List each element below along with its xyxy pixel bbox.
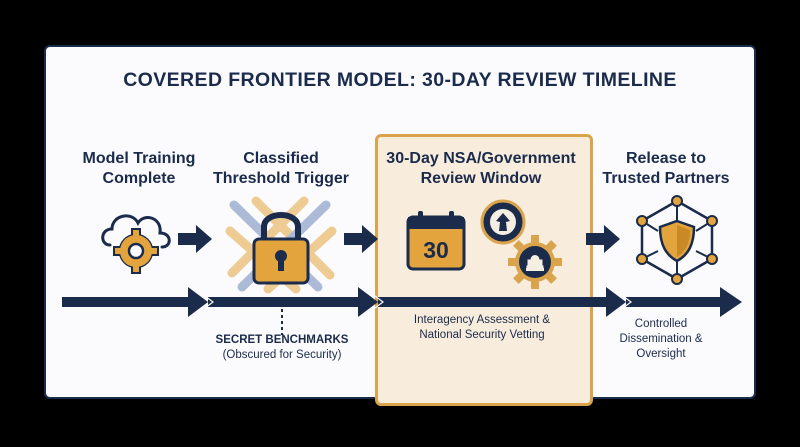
release-note-line2: Dissemination &: [619, 333, 703, 345]
diagram-title: COVERED FRONTIER MODEL: 30-DAY REVIEW TI…: [123, 69, 677, 91]
timeline-arrow: [62, 287, 742, 317]
release-note-line1: Controlled: [634, 318, 688, 330]
seal-icon: [480, 199, 526, 245]
review-note-line2: National Security Vetting: [419, 329, 545, 341]
stage-review-line1: 30-Day NSA/Government: [386, 150, 576, 167]
capitol-seal-icon: [508, 235, 562, 289]
stage-threshold-line1: Classified: [243, 150, 319, 167]
calendar-icon: [406, 211, 466, 271]
stage-training-line2: Complete: [102, 170, 176, 187]
release-note: Controlled Dissemination & Oversight: [606, 317, 716, 362]
arrow-right-icon: [178, 225, 212, 253]
stage-training-label: Model Training Complete: [54, 149, 224, 189]
cloud-gear-icon: [101, 214, 171, 274]
arrow-right-icon: [344, 225, 378, 253]
stage-review-line2: Review Window: [420, 170, 542, 187]
calendar-number: 30: [423, 237, 449, 263]
release-note-line3: Oversight: [636, 348, 686, 360]
secret-benchmarks-title: SECRET BENCHMARKS: [215, 334, 349, 346]
review-note-line1: Interagency Assessment &: [413, 314, 551, 326]
network-shield-icon: [636, 195, 718, 285]
padlock-icon: [225, 196, 337, 294]
diagram-frame: COVERED FRONTIER MODEL: 30-DAY REVIEW TI…: [44, 45, 756, 406]
dotted-connector: [281, 309, 283, 335]
stage-threshold-line2: Threshold Trigger: [212, 170, 349, 187]
stage-release-label: Release to Trusted Partners: [581, 149, 751, 189]
arrow-right-icon: [586, 225, 620, 253]
secret-benchmarks-note: SECRET BENCHMARKS (Obscured for Security…: [196, 333, 368, 363]
stage-review-label: 30-Day NSA/Government Review Window: [376, 149, 586, 189]
review-note: Interagency Assessment & National Securi…: [376, 313, 588, 343]
stage-release-line2: Trusted Partners: [602, 170, 730, 187]
stage-training-line1: Model Training: [82, 150, 196, 167]
stage-threshold-label: Classified Threshold Trigger: [196, 149, 366, 189]
secret-benchmarks-subtitle: (Obscured for Security): [222, 349, 342, 361]
stage-release-line1: Release to: [625, 150, 707, 167]
